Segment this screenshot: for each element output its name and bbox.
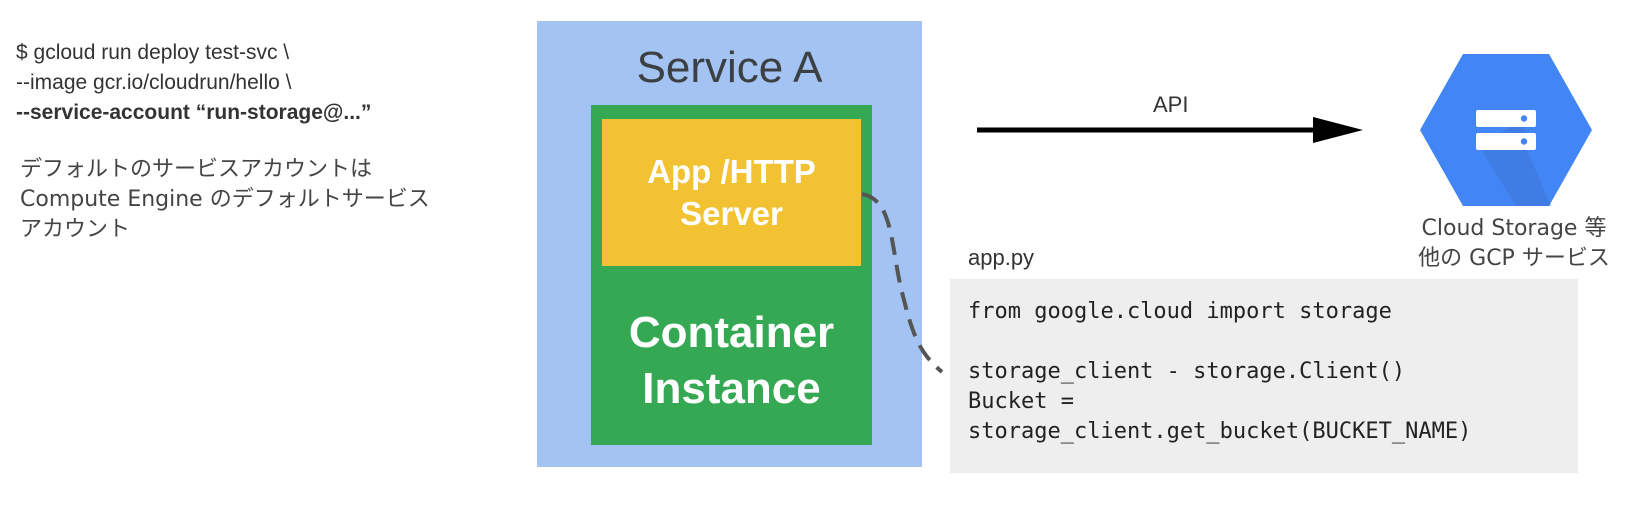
code-line: from google.cloud import storage [968, 299, 1392, 324]
command-line-3: --service-account “run-storage@...” [16, 101, 372, 124]
file-name-label: app.py [968, 245, 1035, 270]
container-label-line-2: Instance [642, 364, 821, 413]
code-line: storage_client.get_bucket(BUCKET_NAME) [968, 419, 1472, 444]
code-line: storage_client - storage.Client() [968, 359, 1406, 384]
note-line-3: アカウント [20, 217, 131, 242]
container-instance-box: App /HTTP Server Container Instance [591, 105, 872, 445]
gcs-label-line-1: Cloud Storage 等 [1421, 216, 1607, 241]
deploy-command: $ gcloud run deploy test-svc \ --image g… [16, 38, 371, 128]
cloud-storage-label: Cloud Storage 等 他の GCP サービス [1395, 214, 1633, 274]
gcs-label-line-2: 他の GCP サービス [1418, 246, 1610, 271]
service-title: Service A [636, 43, 823, 92]
code-block: from google.cloud import storage storage… [950, 279, 1578, 473]
code-line: Bucket = [968, 389, 1074, 414]
command-line-2: --image gcr.io/cloudrun/hello \ [16, 71, 292, 94]
api-label: API [1153, 92, 1189, 117]
app-label-line-1: App /HTTP [647, 152, 816, 190]
code-connector-line [861, 192, 944, 374]
command-line-1: $ gcloud run deploy test-svc \ [16, 41, 290, 64]
app-label-line-2: Server [680, 194, 783, 232]
note-line-1: デフォルトのサービスアカウントは [20, 157, 373, 182]
container-label-line-1: Container [628, 308, 835, 357]
service-box: Service A App /HTTP Server Container Ins… [537, 21, 922, 467]
note-line-2: Compute Engine のデフォルトサービス [20, 187, 430, 212]
api-arrow [977, 117, 1363, 143]
cloud-storage-icon [1420, 54, 1592, 206]
code-line [968, 327, 1578, 357]
app-server-box: App /HTTP Server [602, 119, 861, 266]
container-label: Container Instance [591, 305, 872, 417]
default-account-note: デフォルトのサービスアカウントは Compute Engine のデフォルトサー… [20, 155, 430, 245]
